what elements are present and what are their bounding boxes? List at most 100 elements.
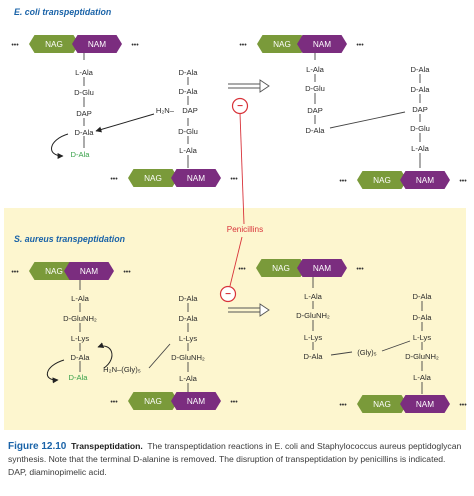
saureus-left-chain1-residue-1: L-Ala [71, 294, 90, 303]
ecoli-right-top-nam-hexagon-label: NAM [313, 40, 331, 49]
ecoli-right-bottom-nam-hexagon [400, 171, 450, 189]
saureus-heading: S. aureus transpeptidation [14, 234, 125, 244]
ecoli-right-chain2-residue-4: D-Glu [410, 124, 430, 133]
saureus-pentaglycine-bridge: (Gly)₅ [357, 348, 377, 357]
ecoli-left-chain2-amine: H₂N– [156, 106, 175, 115]
ecoli-release-arrow [51, 133, 69, 159]
ecoli-left-chain1-residue-1: L-Ala [75, 68, 94, 77]
saureus-right-chain2-residue-5: L-Ala [413, 373, 432, 382]
ecoli-left-top-nam-hexagon-label: NAM [88, 40, 106, 49]
ecoli-crosslink-bond [329, 111, 406, 129]
saureus-left-chain1-residue-2: D-GluNH₂ [63, 314, 97, 323]
figure-caption-text: The transpeptidation reactions in E. col… [8, 441, 462, 477]
penicillins-label: Penicillins [227, 225, 263, 234]
ecoli-right-chain1-residue-4: D-Ala [306, 126, 326, 135]
saureus-right-top-nam-hexagon [297, 259, 347, 277]
saureus-gly-bond-right [381, 340, 411, 352]
saureus-crosslink-arrow [97, 342, 113, 369]
saureus-right-bottom-nag-hexagon [357, 395, 407, 413]
saureus-highlight-panel [4, 208, 466, 430]
ecoli-left-bottom-nag-hexagon-label: NAG [144, 174, 162, 183]
saureus-left-top-nam-hexagon-label: NAM [80, 267, 98, 276]
ecoli-right-top-dots-right: ••• [356, 42, 364, 49]
ecoli-left-top-dots-left: ••• [11, 42, 19, 49]
ecoli-left-top-nam-hexagon [72, 35, 122, 53]
ecoli-left-top-nag-hexagon-label: NAG [45, 40, 63, 49]
ecoli-right-top-dots-left: ••• [239, 42, 247, 49]
saureus-inhibit-symbol-symbol: − [225, 289, 231, 300]
ecoli-left-bottom-dots-left: ••• [110, 176, 118, 183]
ecoli-left-bottom-dots-right: ••• [230, 176, 238, 183]
ecoli-left-chain2-residue-1: D-Ala [179, 68, 199, 77]
saureus-right-bottom-nam-hexagon-label: NAM [416, 400, 434, 409]
saureus-right-top-dots-left: ••• [238, 266, 246, 273]
saureus-pentaglycine-amine: H₂N–(Gly)₅ [103, 365, 141, 374]
ecoli-left-top-dots-right: ••• [131, 42, 139, 49]
ecoli-right-chain2-residue-5: L-Ala [411, 144, 430, 153]
penicillin-line-ecoli [239, 112, 245, 225]
saureus-inhibit-symbol [219, 285, 237, 303]
ecoli-right-top-nag-hexagon [257, 35, 307, 53]
ecoli-left-chain2-rest-residue-2: L-Ala [179, 146, 198, 155]
saureus-left-chain1-residue-4: D-Ala [71, 353, 91, 362]
ecoli-right-chain2-residue-1: D-Ala [411, 65, 431, 74]
ecoli-left-chain2-rest-residue-1: D-Glu [178, 127, 198, 136]
saureus-right-top-nag-hexagon-label: NAG [272, 264, 290, 273]
saureus-released-d-ala: D-Ala [69, 373, 89, 382]
saureus-left-chain2-residue-3: L-Lys [179, 334, 197, 343]
saureus-left-bottom-dots-right: ••• [230, 399, 238, 406]
saureus-right-chain1-residue-2: D-GluNH₂ [296, 311, 330, 320]
saureus-left-top-nam-hexagon [64, 262, 114, 280]
ecoli-right-chain2-residue-2: D-Ala [411, 85, 431, 94]
saureus-left-bottom-nag-hexagon-label: NAG [144, 397, 162, 406]
saureus-right-chain1-residue-3: L-Lys [304, 333, 322, 342]
saureus-right-top-nag-hexagon [256, 259, 306, 277]
ecoli-right-top-nag-hexagon-label: NAG [273, 40, 291, 49]
saureus-right-chain1-residue-4: D-Ala [304, 352, 324, 361]
ecoli-left-chain2-residue-2: D-Ala [179, 87, 199, 96]
saureus-right-bottom-nam-hexagon [400, 395, 450, 413]
saureus-gly-lys-bond [148, 343, 171, 369]
ecoli-right-chain2-residue-3: DAP [412, 105, 428, 114]
saureus-right-chain2-residue-1: D-Ala [413, 292, 433, 301]
figure-title: Transpeptidation. [71, 441, 143, 451]
ecoli-left-chain2-dap: DAP [182, 106, 198, 115]
saureus-left-top-dots-left: ••• [11, 269, 19, 276]
ecoli-crosslink-arrow [95, 113, 155, 133]
saureus-left-chain2-residue-5: L-Ala [179, 374, 198, 383]
saureus-left-bottom-nam-hexagon-label: NAM [187, 397, 205, 406]
ecoli-left-chain1-residue-4: D-Ala [75, 128, 95, 137]
saureus-right-chain1-residue-1: L-Ala [304, 292, 323, 301]
saureus-right-chain2-residue-3: L-Lys [413, 333, 431, 342]
ecoli-reaction-arrow-head [259, 79, 270, 93]
ecoli-right-chain1-residue-2: D-Glu [305, 84, 325, 93]
ecoli-left-bottom-nag-hexagon [128, 169, 178, 187]
figure-number: Figure 12.10 [8, 441, 67, 452]
saureus-right-top-dots-right: ••• [356, 266, 364, 273]
saureus-left-bottom-nag-hexagon [128, 392, 178, 410]
ecoli-right-bottom-nam-hexagon-label: NAM [416, 176, 434, 185]
saureus-release-arrow [47, 359, 65, 384]
ecoli-left-bottom-nam-hexagon-label: NAM [187, 174, 205, 183]
ecoli-right-bottom-nag-hexagon-label: NAG [373, 176, 391, 185]
ecoli-left-chain1-residue-2: D-Glu [74, 88, 94, 97]
saureus-gly-bond-left [330, 351, 353, 356]
saureus-left-chain2-residue-2: D-Ala [179, 314, 199, 323]
ecoli-right-bottom-dots-right: ••• [459, 178, 467, 185]
ecoli-right-bottom-dots-left: ••• [339, 178, 347, 185]
ecoli-inhibit-symbol [231, 97, 249, 115]
ecoli-heading: E. coli transpeptidation [14, 7, 111, 17]
saureus-left-bottom-dots-left: ••• [110, 399, 118, 406]
figure-caption: Figure 12.10 Transpeptidation. The trans… [8, 440, 466, 479]
ecoli-right-top-nam-hexagon [297, 35, 347, 53]
ecoli-left-bottom-nam-hexagon [171, 169, 221, 187]
ecoli-right-bottom-nag-hexagon [357, 171, 407, 189]
penicillin-line-saureus [229, 236, 243, 287]
saureus-left-top-nag-hexagon [29, 262, 79, 280]
saureus-left-chain2-residue-1: D-Ala [179, 294, 199, 303]
ecoli-left-top-nag-hexagon [29, 35, 79, 53]
saureus-left-chain1-residue-3: L-Lys [71, 334, 89, 343]
saureus-right-chain2-residue-2: D-Ala [413, 313, 433, 322]
saureus-right-bottom-dots-right: ••• [459, 402, 467, 409]
saureus-left-top-nag-hexagon-label: NAG [45, 267, 63, 276]
